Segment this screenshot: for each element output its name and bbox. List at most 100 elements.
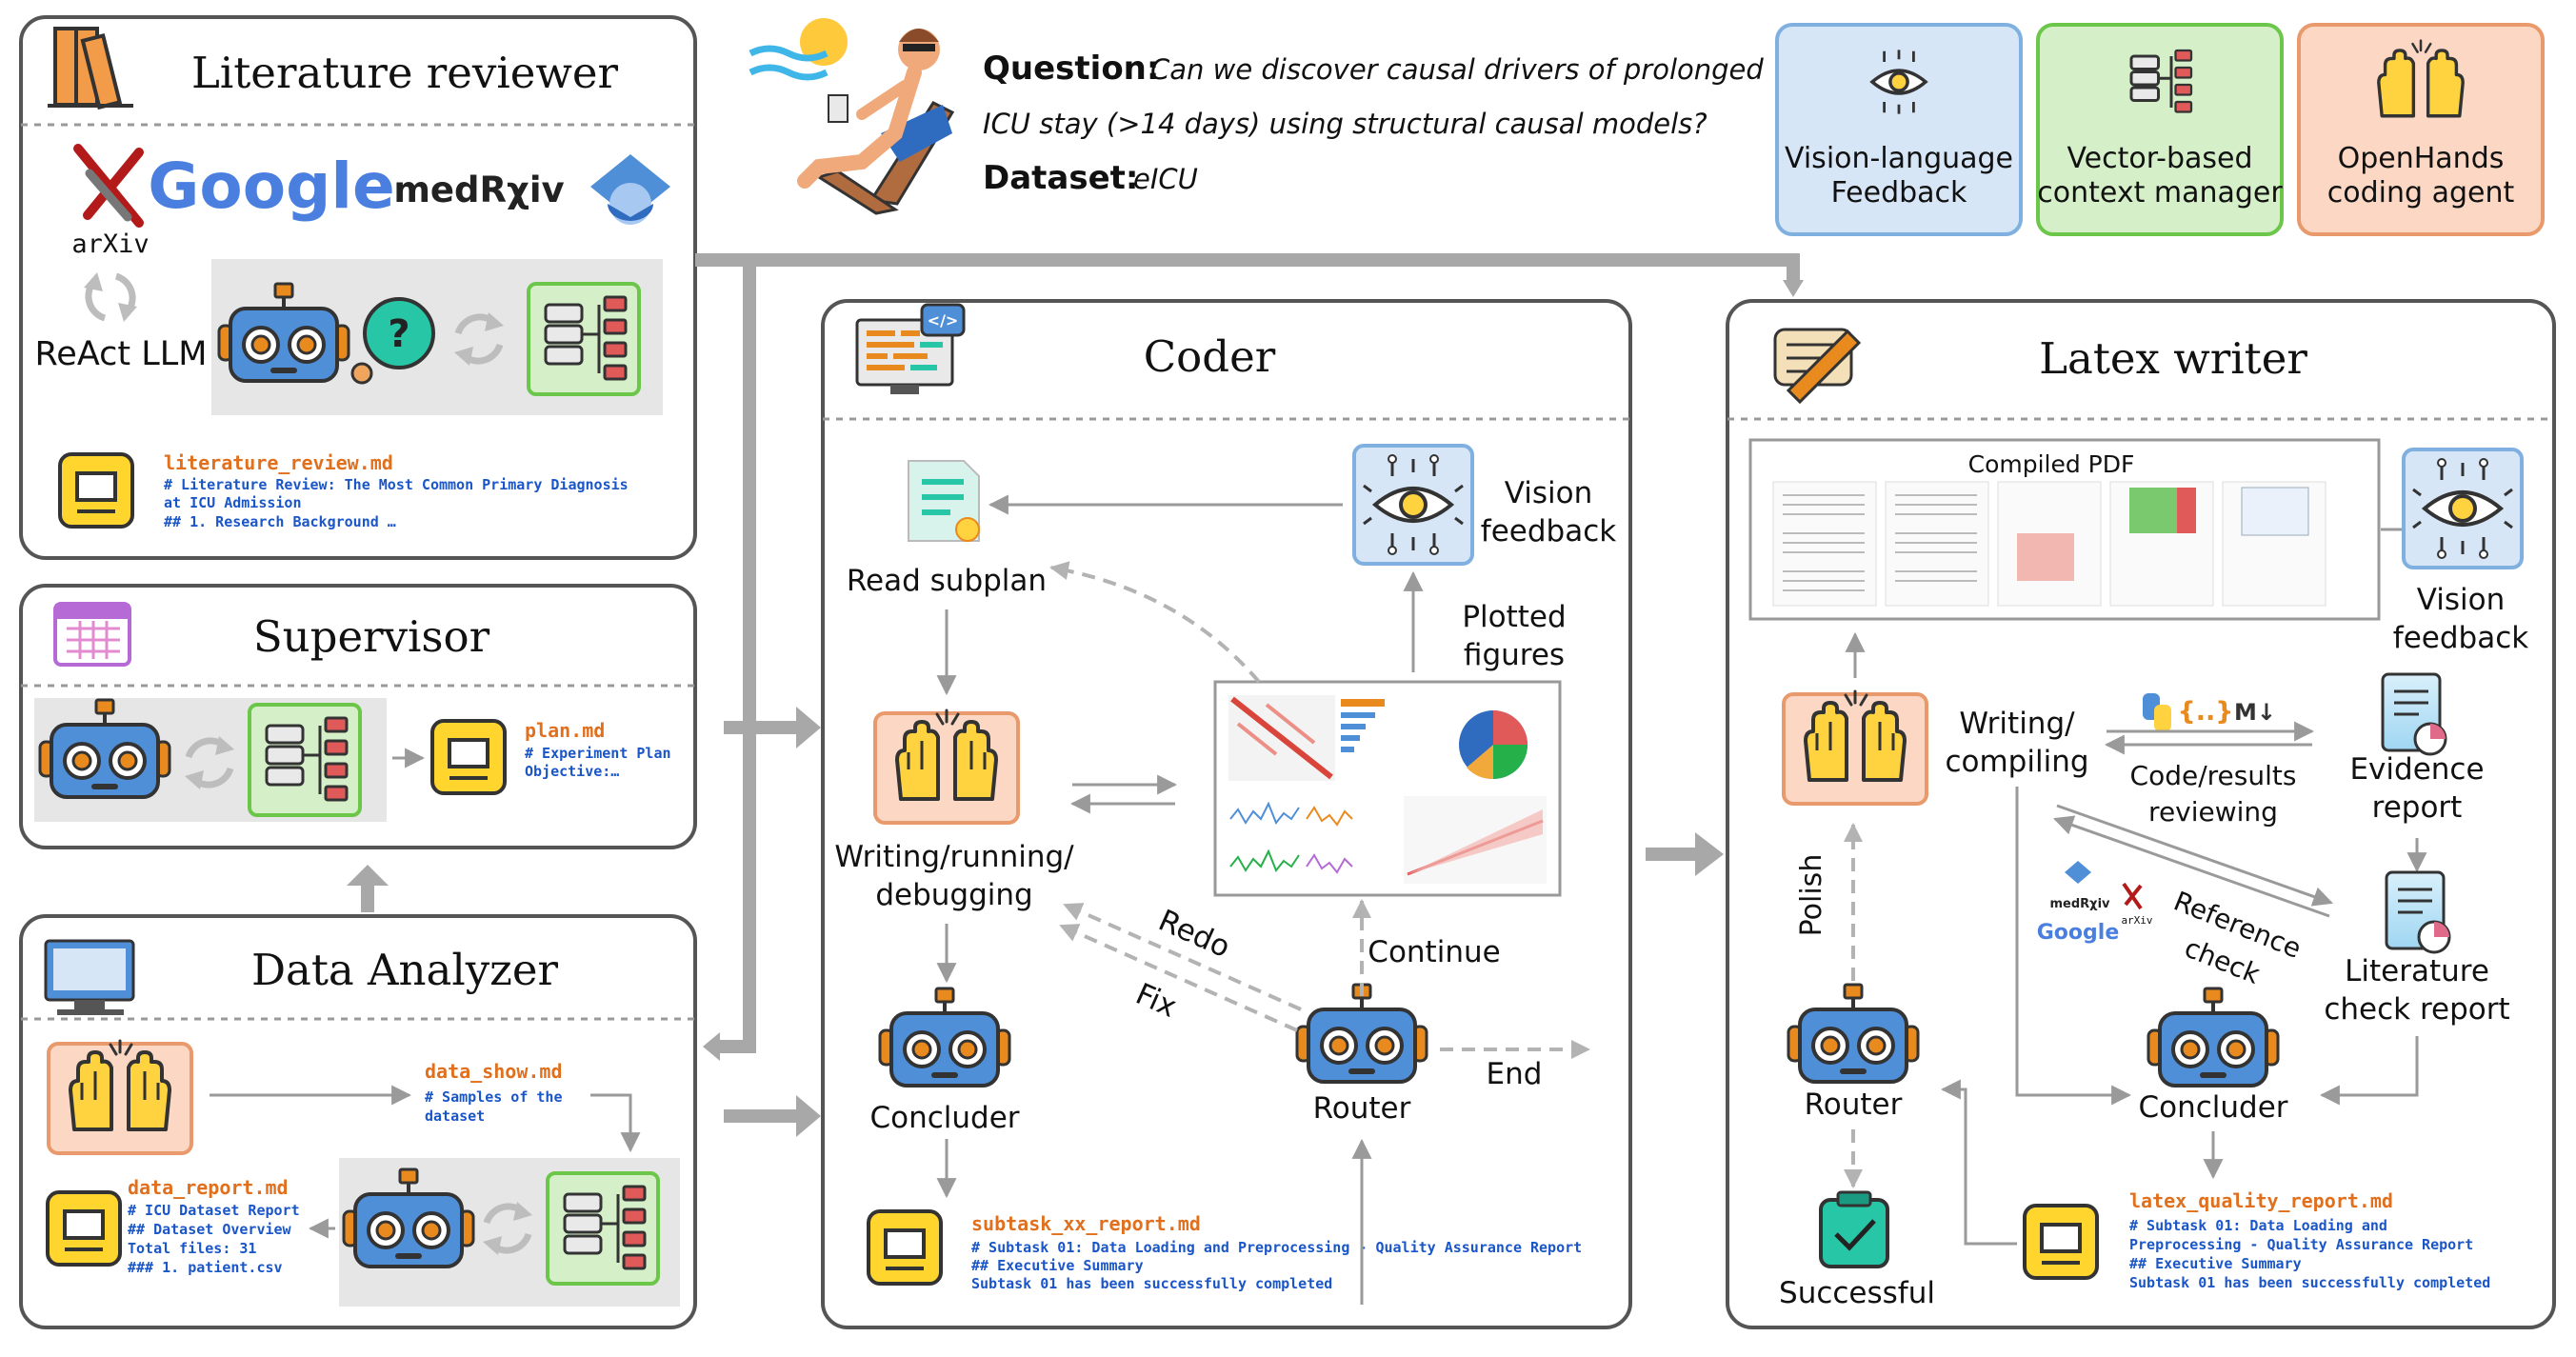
data-analyzer-panel: Data Analyzer data_show.md # Samples of …: [19, 914, 697, 1329]
bar-chart-thumb: [1341, 699, 1385, 752]
latex-writer-title: Latex writer: [2039, 333, 2307, 384]
calendar-icon: [53, 602, 131, 667]
question-text-line2: ICU stay (>14 days) using structural cau…: [983, 108, 1707, 140]
mini-medrxiv-label: medRχiv: [2050, 897, 2111, 911]
evidence-report-label-line2: report: [2372, 790, 2463, 825]
legend-openhands-line1: OpenHands: [2338, 142, 2505, 175]
code-results-label-line1: Code/results: [2130, 760, 2297, 791]
legend-hands-icon: [2377, 39, 2465, 118]
literature-file-name: literature_review.md: [164, 451, 393, 474]
data-report-doc-icon: [46, 1190, 122, 1267]
supervisor-file-name: plan.md: [525, 719, 605, 742]
arxiv-logo: arXiv: [71, 144, 150, 259]
legend-vision-line1: Vision-language: [1785, 142, 2013, 175]
data-report-line3: Total files: 31: [128, 1240, 256, 1257]
read-subplan-label: Read subplan: [847, 564, 1047, 598]
data-report-file-name: data_report.md: [128, 1176, 289, 1199]
evidence-report-icon: [2381, 672, 2447, 756]
supervisor-context-db-icon: [248, 703, 362, 817]
markdown-icon: M↓: [2234, 699, 2276, 726]
legend-vector-line2: context manager: [2037, 176, 2283, 210]
literature-file-line3: ## 1. Research Background …: [164, 513, 396, 530]
writing-running-label-line1: Writing/running/: [834, 840, 1074, 874]
compiled-pdf-label: Compiled PDF: [1968, 450, 2135, 478]
literature-file-line1: # Literature Review: The Most Common Pri…: [164, 476, 629, 493]
literature-reviewer-panel: Literature reviewer arXiv Google medRχiv…: [19, 15, 697, 560]
coder-panel: </> Coder Read subplan Vision feedback P…: [821, 299, 1632, 1329]
latex-openhands-icon: [1782, 689, 1928, 806]
coder-vision-label-line1: Vision: [1505, 476, 1593, 510]
svg-text:</>: </>: [928, 311, 959, 329]
literature-check-label-line1: Literature: [2345, 954, 2489, 988]
latex-file-line4: Subtask 01 has been successfully complet…: [2129, 1274, 2490, 1291]
latex-router-label: Router: [1805, 1088, 1903, 1122]
correlation-heatmap-thumb: [1228, 695, 1335, 781]
subplan-icon: [908, 460, 980, 542]
compiled-pdf-panel: Compiled PDF: [1748, 438, 2381, 621]
scroll-pencil-icon: [1773, 328, 1862, 405]
coder-file-line3: Subtask 01 has been successfully complet…: [971, 1275, 1332, 1292]
legend-eye-icon: [1869, 50, 1928, 114]
react-llm-label: ReAct LLM: [35, 335, 208, 373]
latex-vision-icon: [2402, 448, 2524, 569]
supervisor-file-line2: Objective:…: [525, 763, 619, 780]
question-bubble-icon: ?: [350, 297, 435, 385]
literature-check-label-line2: check report: [2324, 992, 2509, 1027]
supervisor-title: Supervisor: [253, 611, 490, 662]
continue-label: Continue: [1368, 935, 1500, 969]
medrxiv-logo: medRχiv: [393, 170, 564, 210]
legend-vision: Vision-language Feedback: [1775, 23, 2023, 236]
mini-google-label: Google: [2037, 921, 2120, 945]
literature-file-line2: at ICU Admission: [164, 494, 302, 511]
plotted-figures-panel: [1213, 680, 1562, 897]
latex-file-line1: # Subtask 01: Data Loading and: [2129, 1217, 2387, 1234]
literature-reviewer-title: Literature reviewer: [191, 48, 619, 98]
coder-file-name: subtask_xx_report.md: [971, 1212, 1201, 1235]
json-icon: {..}: [2178, 697, 2234, 727]
supervisor-doc-icon: [430, 719, 507, 795]
literature-context-db-icon: [527, 282, 641, 396]
beach-person-icon: [749, 18, 955, 215]
supervisor-panel: Supervisor plan.md # Experiment Plan Obj…: [19, 584, 697, 849]
coder-vision-icon: [1352, 444, 1474, 566]
data-analyzer-openhands-icon: [47, 1039, 193, 1155]
legend-vision-line2: Feedback: [1831, 176, 1967, 210]
code-monitor-icon: </>: [855, 303, 966, 394]
data-show-file-name: data_show.md: [425, 1060, 563, 1083]
plotted-figures-label-line1: Plotted: [1462, 600, 1566, 634]
latex-file-line2: Preprocessing - Quality Assurance Report: [2129, 1236, 2473, 1253]
dataset-label: Dataset:: [983, 159, 1139, 197]
literature-doc-icon: [58, 452, 134, 529]
python-icon: [2143, 693, 2171, 731]
latex-vision-label-line1: Vision: [2417, 583, 2506, 617]
mini-sources-icons: medRχiv arXiv Google: [2037, 861, 2153, 945]
legend-openhands: OpenHands coding agent: [2297, 23, 2545, 236]
legend-vector-line1: Vector-based: [2067, 142, 2252, 175]
scholar-cap-icon: [590, 154, 670, 225]
legend-vector: Vector-based context manager: [2036, 23, 2284, 236]
legend-db-icon: [2129, 49, 2193, 113]
pie-chart-thumb: [1459, 710, 1528, 780]
coder-openhands-icon: [873, 708, 1020, 825]
coder-report-doc-icon: [867, 1209, 943, 1286]
latex-vision-label-line2: feedback: [2393, 621, 2528, 655]
code-results-label-line2: reviewing: [2148, 796, 2278, 828]
latex-writer-panel: Latex writer Compiled PDF Vision feedbac…: [1726, 299, 2556, 1329]
coder-vision-label-line2: feedback: [1481, 514, 1616, 549]
mini-arxiv-label: arXiv: [2121, 914, 2152, 927]
computer-icon: [44, 939, 135, 1015]
data-report-line2: ## Dataset Overview: [128, 1221, 292, 1238]
data-analyzer-title: Data Analyzer: [251, 945, 559, 995]
data-show-line2: dataset: [425, 1108, 485, 1125]
question-text-line1: Can we discover causal drivers of prolon…: [1150, 53, 1764, 86]
coder-file-line1: # Subtask 01: Data Loading and Preproces…: [971, 1239, 1582, 1256]
writing-compiling-label-line1: Writing/: [1959, 707, 2075, 741]
legend-openhands-line2: coding agent: [2327, 176, 2515, 210]
question-label: Question:: [983, 50, 1159, 88]
arxiv-label: arXiv: [71, 229, 149, 259]
time-series-thumb: [1229, 801, 1353, 874]
coder-title: Coder: [1144, 331, 1276, 382]
supervisor-file-line1: # Experiment Plan: [525, 745, 671, 762]
latex-concluder-label: Concluder: [2138, 1090, 2287, 1125]
